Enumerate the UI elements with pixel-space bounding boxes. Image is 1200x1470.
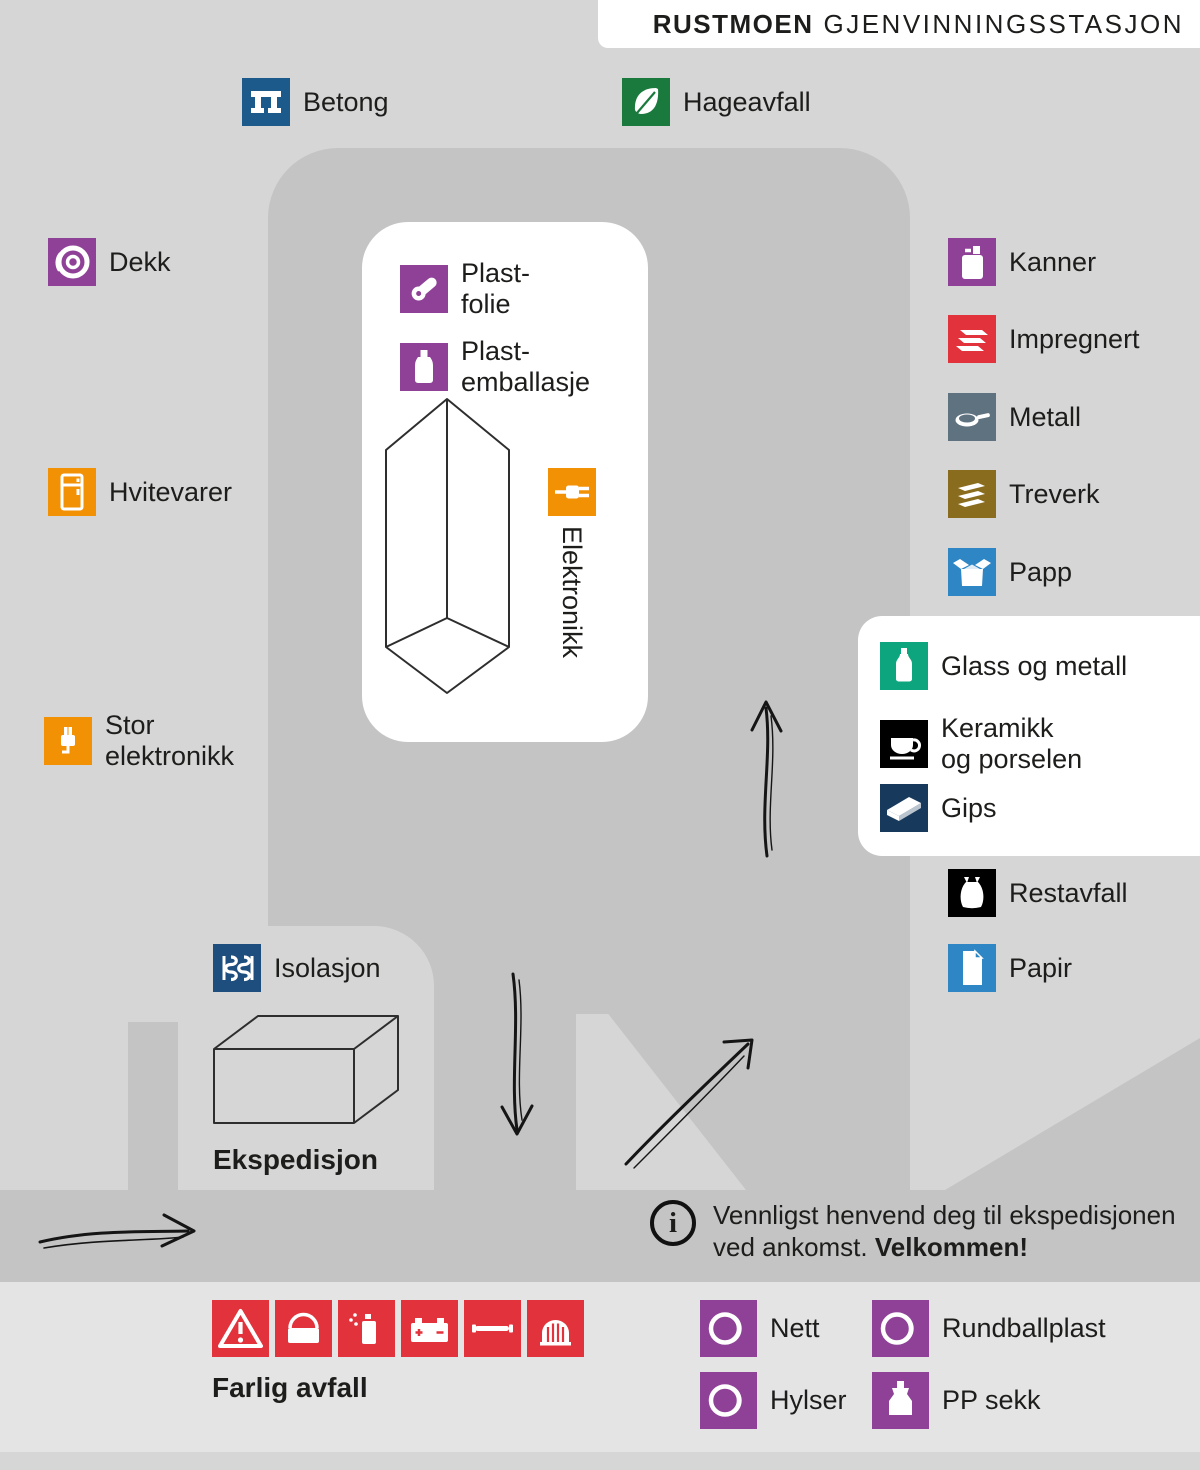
trash-bag-icon bbox=[948, 869, 996, 917]
road-right-flare bbox=[945, 1038, 1200, 1190]
header: RUSTMOEN GJENVINNINGSSTASJON bbox=[598, 0, 1200, 48]
cup-icon bbox=[880, 719, 928, 768]
station-label: Papir bbox=[1009, 952, 1073, 983]
station-elektronikk-icon bbox=[548, 468, 596, 516]
station-type: GJENVINNINGSSTASJON bbox=[823, 8, 1184, 39]
round-bale-icon bbox=[872, 1300, 929, 1357]
round-bale-icon bbox=[700, 1372, 757, 1429]
road-left-branch bbox=[128, 1022, 182, 1190]
station-label: Betong bbox=[303, 86, 389, 117]
station-label: Rundballplast bbox=[942, 1313, 1106, 1344]
station-label: Isolasjon bbox=[274, 952, 381, 983]
station-hageavfall: Hageavfall bbox=[622, 78, 811, 126]
station-papp: Papp bbox=[948, 548, 1072, 596]
station-label: Impregnert bbox=[1009, 323, 1140, 354]
glass-bottle-icon bbox=[880, 642, 928, 690]
station-plastemballasje: Plast-emballasje bbox=[400, 336, 590, 397]
station-hylser: Hylser bbox=[700, 1372, 847, 1429]
station-treverk: Treverk bbox=[948, 470, 1100, 518]
info-icon: i bbox=[650, 1200, 696, 1246]
station-nett: Nett bbox=[700, 1300, 820, 1357]
fluorescent-tube-icon bbox=[464, 1300, 521, 1357]
paper-sheet-icon bbox=[948, 944, 996, 992]
info-text: Vennligst henvend deg til ekspedisjonen … bbox=[713, 1200, 1176, 1262]
station-label: Gips bbox=[941, 792, 997, 823]
station-label: Plast-folie bbox=[461, 258, 531, 319]
cardboard-box-icon bbox=[948, 548, 996, 596]
hazard-icons-row bbox=[212, 1300, 584, 1357]
station-label: Papp bbox=[1009, 556, 1073, 587]
plastic-bottle-icon bbox=[400, 342, 448, 391]
stacked-planks-icon bbox=[948, 315, 996, 363]
station-restavfall: Restavfall bbox=[948, 869, 1128, 917]
station-brand: RUSTMOEN bbox=[652, 8, 814, 39]
station-hvitevarer: Hvitevarer bbox=[48, 468, 232, 516]
paint-can-icon bbox=[275, 1300, 332, 1357]
station-label: Metall bbox=[1009, 401, 1082, 432]
hazard-label: Farlig avfall bbox=[212, 1372, 368, 1403]
info-note: i Vennligst henvend deg til ekspedisjone… bbox=[650, 1200, 1176, 1263]
sack-icon bbox=[872, 1372, 929, 1429]
plug-icon bbox=[44, 716, 92, 765]
station-label: Dekk bbox=[109, 246, 171, 277]
battery-icon bbox=[401, 1300, 458, 1357]
station-papir: Papir bbox=[948, 944, 1072, 992]
station-dekk: Dekk bbox=[48, 238, 171, 286]
station-glass-og-metall: Glass og metall bbox=[880, 642, 1127, 690]
station-label: PP sekk bbox=[942, 1385, 1041, 1416]
station-label: Hageavfall bbox=[683, 86, 811, 117]
station-label: Plast-emballasje bbox=[461, 336, 591, 397]
insulation-icon bbox=[213, 944, 261, 992]
spray-can-icon bbox=[338, 1300, 395, 1357]
station-pp-sekk: PP sekk bbox=[872, 1372, 1041, 1429]
tire-icon bbox=[48, 238, 96, 286]
bottom-info-band bbox=[0, 1282, 1200, 1470]
station-plastfolie: Plast-folie bbox=[400, 258, 530, 319]
station-kanner: Kanner bbox=[948, 238, 1096, 286]
concrete-form-icon bbox=[242, 78, 290, 126]
pan-icon bbox=[948, 393, 996, 441]
station-gips: Gips bbox=[880, 784, 997, 832]
warning-icon bbox=[212, 1300, 269, 1357]
station-rundballplast: Rundballplast bbox=[872, 1300, 1106, 1357]
station-elektronikk-label: Elektronikk bbox=[557, 526, 587, 659]
station-label: Hylser bbox=[770, 1385, 847, 1416]
station-label: Kanner bbox=[1009, 246, 1097, 277]
station-isolasjon: Isolasjon bbox=[213, 944, 381, 992]
bottom-edge-strip bbox=[0, 1452, 1200, 1470]
station-label: Treverk bbox=[1009, 478, 1100, 509]
station-label: Nett bbox=[770, 1313, 820, 1344]
leaf-icon bbox=[622, 78, 670, 126]
road-bottom-strip bbox=[0, 1190, 1200, 1282]
ekspedisjon-label: Ekspedisjon bbox=[213, 1144, 378, 1175]
station-label: Glass og metall bbox=[941, 650, 1128, 681]
oil-filter-icon bbox=[527, 1300, 584, 1357]
plasterboard-icon bbox=[880, 784, 928, 832]
station-label: Hvitevarer bbox=[109, 476, 233, 507]
fridge-icon bbox=[48, 468, 96, 516]
station-label: Restavfall bbox=[1009, 877, 1128, 908]
round-bale-icon bbox=[700, 1300, 757, 1357]
station-metall: Metall bbox=[948, 393, 1081, 441]
planks-icon bbox=[948, 470, 996, 518]
cable-plug-icon bbox=[548, 468, 596, 516]
station-impregnert: Impregnert bbox=[948, 315, 1140, 363]
station-betong: Betong bbox=[242, 78, 389, 126]
film-roll-icon bbox=[400, 264, 448, 313]
canister-icon bbox=[948, 238, 996, 286]
